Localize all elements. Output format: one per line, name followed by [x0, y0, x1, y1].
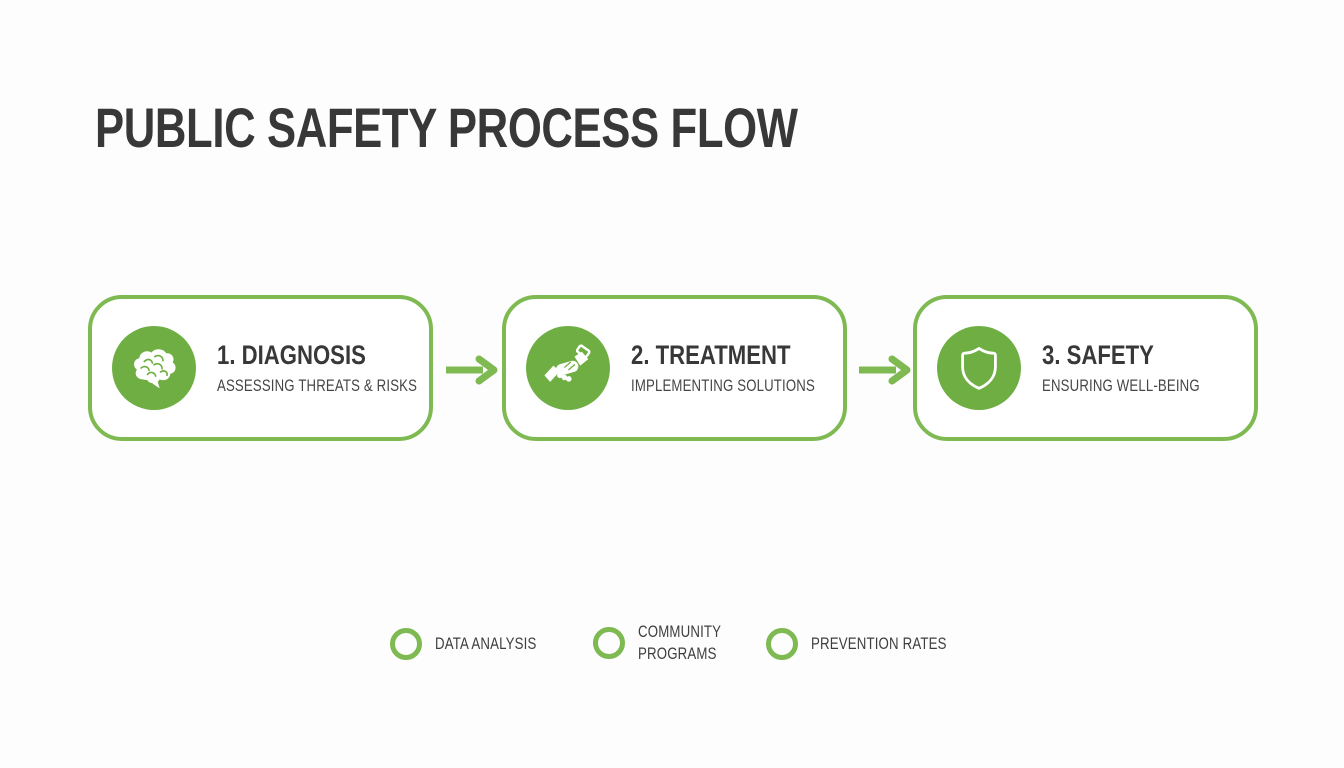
step-card-treatment: 2. TREATMENT IMPLEMENTING SOLUTIONS — [502, 295, 847, 441]
arrow-right-icon — [446, 355, 498, 385]
step-title: 1. DIAGNOSIS — [217, 339, 366, 370]
legend-item-data-analysis: DATA ANALYSIS — [390, 628, 565, 660]
arrow-right-icon — [859, 355, 911, 385]
step-title: 2. TREATMENT — [631, 339, 791, 370]
legend-label: DATA ANALYSIS — [435, 633, 537, 653]
step-description: ASSESSING THREATS & RISKS — [217, 377, 418, 396]
step-description: ENSURING WELL-BEING — [1042, 377, 1200, 396]
handshake-icon — [544, 344, 591, 382]
circle-outline-icon — [593, 627, 625, 660]
step-icon-circle — [112, 326, 196, 410]
step-icon-circle — [526, 326, 610, 410]
page-title: PUBLIC SAFETY PROCESS FLOW — [95, 96, 798, 159]
step-text-block: 2. TREATMENT IMPLEMENTING SOLUTIONS — [631, 339, 861, 397]
flow-connector — [856, 355, 912, 385]
step-text-block: 1. DIAGNOSIS ASSESSING THREATS & RISKS — [217, 339, 467, 397]
legend-label: COMMUNITY PROGRAMS — [638, 622, 721, 664]
circle-outline-icon — [766, 628, 798, 660]
step-text-block: 3. SAFETY ENSURING WELL-BEING — [1042, 339, 1239, 397]
step-title: 3. SAFETY — [1042, 339, 1154, 370]
step-card-diagnosis: 1. DIAGNOSIS ASSESSING THREATS & RISKS — [88, 295, 433, 441]
legend-item-community-programs: COMMUNITY PROGRAMS — [593, 621, 734, 665]
shield-icon — [961, 347, 997, 390]
step-description: IMPLEMENTING SOLUTIONS — [631, 377, 815, 396]
step-card-safety: 3. SAFETY ENSURING WELL-BEING — [913, 295, 1258, 441]
legend-item-prevention-rates: PREVENTION RATES — [766, 628, 985, 660]
legend-label: PREVENTION RATES — [811, 633, 947, 653]
circle-outline-icon — [390, 628, 422, 660]
flow-connector — [443, 355, 499, 385]
step-icon-circle — [937, 326, 1021, 410]
brain-icon — [134, 349, 176, 389]
